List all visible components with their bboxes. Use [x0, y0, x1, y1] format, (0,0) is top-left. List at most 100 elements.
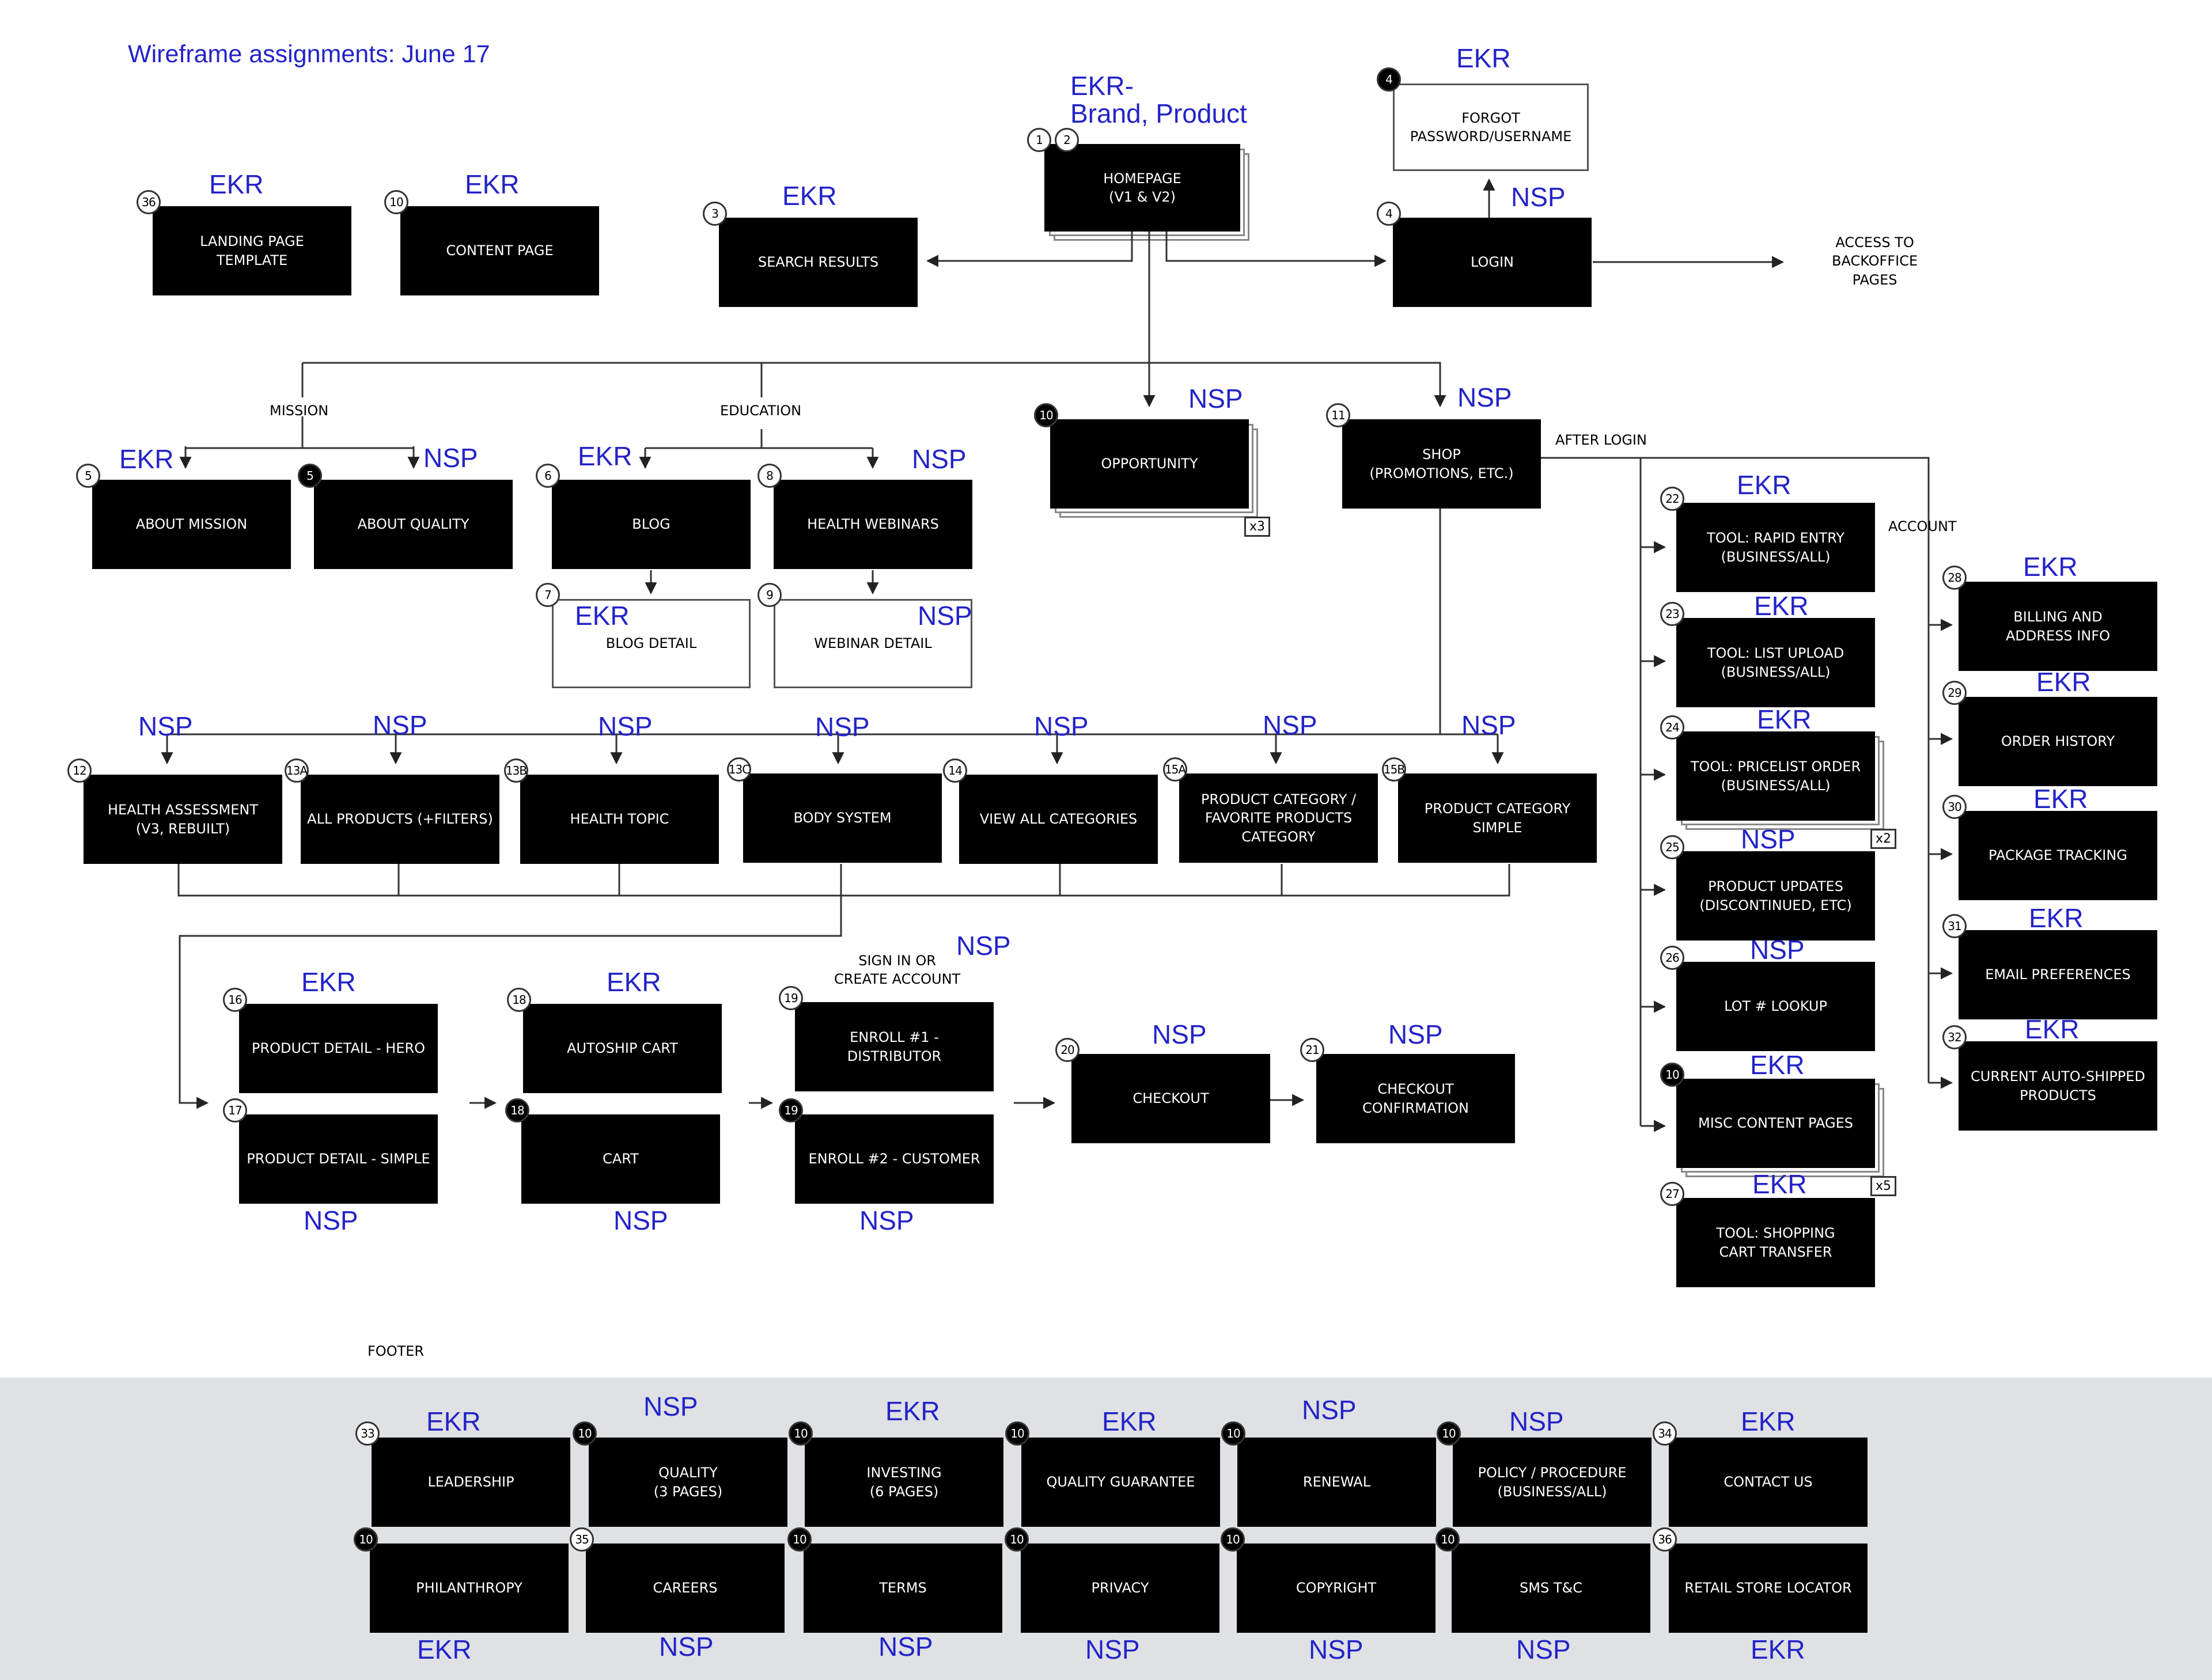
- page-node-billing[interactable]: BILLING AND ADDRESS INFO: [1959, 582, 2157, 671]
- page-node-prod-cat-fav[interactable]: PRODUCT CATEGORY / FAVORITE PRODUCTS CAT…: [1179, 773, 1378, 863]
- assignee-label: EKR: [575, 601, 630, 631]
- assignee-label: NSP: [912, 444, 967, 474]
- assignee-label: NSP: [918, 601, 972, 631]
- page-node-health-topic[interactable]: HEALTH TOPIC: [520, 775, 719, 864]
- page-number-badge: 10: [1034, 403, 1058, 427]
- page-number-badge: 11: [1326, 403, 1350, 427]
- page-node-view-all[interactable]: VIEW ALL CATEGORIES: [959, 775, 1158, 864]
- page-node-careers[interactable]: CAREERS: [586, 1544, 785, 1633]
- assignee-label: NSP: [1461, 710, 1516, 740]
- page-number-badge: 19: [779, 986, 803, 1010]
- page-number-badge: 10: [787, 1527, 812, 1552]
- page-node-health-assess[interactable]: HEALTH ASSESSMENT (V3, REBUILT): [84, 775, 282, 864]
- page-node-tool-cart-transfer[interactable]: TOOL: SHOPPING CART TRANSFER: [1676, 1198, 1875, 1287]
- page-node-misc-content[interactable]: MISC CONTENT PAGES: [1676, 1079, 1884, 1177]
- label-account: ACCOUNT: [1888, 518, 1957, 534]
- page-node-privacy[interactable]: PRIVACY: [1021, 1544, 1219, 1633]
- page-number-badge: 17: [223, 1098, 247, 1122]
- assignee-label: EKR: [2025, 1014, 2080, 1044]
- assignee-label: NSP: [423, 443, 478, 473]
- page-node-leadership[interactable]: LEADERSHIP: [372, 1438, 570, 1527]
- page-node-tool-pricelist[interactable]: TOOL: PRICELIST ORDER (BUSINESS/ALL): [1676, 731, 1884, 830]
- page-node-body-system[interactable]: BODY SYSTEM: [743, 773, 942, 863]
- page-node-package-tracking[interactable]: PACKAGE TRACKING: [1959, 811, 2157, 900]
- page-node-opportunity[interactable]: OPPORTUNITY: [1050, 419, 1258, 518]
- assignee-label: NSP: [304, 1205, 358, 1235]
- page-node-email-prefs[interactable]: EMAIL PREFERENCES: [1959, 930, 2157, 1019]
- page-node-investing[interactable]: INVESTING (6 PAGES): [805, 1438, 1003, 1527]
- page-number-badge: 1: [1027, 128, 1051, 152]
- page-count-tag: x2: [1870, 829, 1897, 849]
- page-number-badge: 8: [757, 464, 782, 488]
- assignee-label: EKR- Brand, Product: [1070, 71, 1247, 129]
- page-node-login[interactable]: LOGIN: [1393, 218, 1592, 307]
- page-node-all-products[interactable]: ALL PRODUCTS (+FILTERS): [301, 775, 499, 864]
- assignee-label: EKR: [782, 181, 837, 211]
- page-node-checkout[interactable]: CHECKOUT: [1071, 1054, 1270, 1143]
- page-node-tool-list[interactable]: TOOL: LIST UPLOAD (BUSINESS/ALL): [1676, 618, 1875, 707]
- page-node-prod-cat-simple[interactable]: PRODUCT CATEGORY SIMPLE: [1398, 773, 1597, 863]
- page-number-badge: 15A: [1163, 757, 1187, 782]
- connector-line: [177, 864, 1510, 897]
- assignee-label: EKR: [209, 169, 264, 199]
- page-node-terms[interactable]: TERMS: [804, 1544, 1002, 1633]
- page-number-badge: 10: [1435, 1527, 1460, 1552]
- page-number-badge: 18: [507, 988, 531, 1012]
- page-node-contact[interactable]: CONTACT US: [1669, 1438, 1868, 1527]
- assignee-label: NSP: [1516, 1635, 1571, 1664]
- page-number-badge: 5: [298, 464, 322, 488]
- page-node-auto-shipped[interactable]: CURRENT AUTO-SHIPPED PRODUCTS: [1959, 1041, 2157, 1131]
- page-node-policy[interactable]: POLICY / PROCEDURE (BUSINESS/ALL): [1453, 1438, 1652, 1527]
- page-node-cart[interactable]: CART: [521, 1114, 720, 1204]
- page-node-webinar-detail[interactable]: WEBINAR DETAIL: [774, 599, 972, 688]
- connector-line: [926, 232, 1133, 267]
- page-node-forgot[interactable]: FORGOT PASSWORD/USERNAME: [1393, 84, 1589, 171]
- page-number-badge: 29: [1942, 681, 1967, 705]
- page-number-badge: 10: [573, 1421, 597, 1446]
- page-node-quality-guarantee[interactable]: QUALITY GUARANTEE: [1021, 1438, 1220, 1527]
- page-number-badge: 2: [1055, 128, 1079, 152]
- page-node-prod-updates[interactable]: PRODUCT UPDATES (DISCONTINUED, ETC): [1676, 851, 1875, 941]
- page-node-sms[interactable]: SMS T&C: [1452, 1544, 1650, 1633]
- page-node-webinars[interactable]: HEALTH WEBINARS: [774, 480, 972, 569]
- page-node-renewal[interactable]: RENEWAL: [1237, 1438, 1436, 1527]
- page-node-philanthropy[interactable]: PHILANTHROPY: [370, 1544, 569, 1633]
- page-node-tool-rapid[interactable]: TOOL: RAPID ENTRY (BUSINESS/ALL): [1676, 503, 1875, 592]
- assignee-label: EKR: [885, 1396, 940, 1426]
- page-node-about-quality[interactable]: ABOUT QUALITY: [314, 480, 513, 569]
- page-node-shop[interactable]: SHOP (PROMOTIONS, ETC.): [1342, 419, 1541, 509]
- page-node-search[interactable]: SEARCH RESULTS: [719, 218, 918, 307]
- assignee-label: EKR: [1741, 1406, 1796, 1436]
- assignee-label: NSP: [1085, 1635, 1140, 1664]
- page-node-enroll1[interactable]: ENROLL #1 - DISTRIBUTOR: [795, 1002, 994, 1091]
- assignee-label: NSP: [1750, 935, 1805, 965]
- assignee-label: NSP: [956, 931, 1011, 961]
- page-node-homepage[interactable]: HOMEPAGE (V1 & V2): [1044, 144, 1249, 241]
- page-node-copyright[interactable]: COPYRIGHT: [1237, 1544, 1435, 1633]
- page-node-autoship[interactable]: AUTOSHIP CART: [523, 1004, 722, 1093]
- assignee-label: EKR: [2029, 903, 2084, 933]
- assignee-label: NSP: [1741, 824, 1796, 854]
- page-number-badge: 20: [1055, 1038, 1080, 1062]
- page-node-content[interactable]: CONTENT PAGE: [400, 206, 599, 295]
- assignee-label: NSP: [859, 1205, 914, 1235]
- assignee-label: NSP: [613, 1205, 668, 1235]
- page-node-landing[interactable]: LANDING PAGE TEMPLATE: [153, 206, 351, 295]
- page-node-pd-simple[interactable]: PRODUCT DETAIL - SIMPLE: [239, 1114, 438, 1204]
- page-node-enroll2[interactable]: ENROLL #2 - CUSTOMER: [795, 1114, 994, 1204]
- page-node-blog-detail[interactable]: BLOG DETAIL: [552, 599, 751, 688]
- page-node-about-mission[interactable]: ABOUT MISSION: [92, 480, 291, 569]
- page-node-lot-lookup[interactable]: LOT # LOOKUP: [1676, 962, 1875, 1051]
- page-number-badge: 36: [137, 190, 161, 214]
- page-number-badge: 4: [1377, 202, 1401, 226]
- page-number-badge: 22: [1660, 487, 1684, 511]
- assignee-label: EKR: [2033, 784, 2088, 814]
- page-node-pd-hero[interactable]: PRODUCT DETAIL - HERO: [239, 1004, 438, 1093]
- page-node-quality3[interactable]: QUALITY (3 PAGES): [589, 1438, 787, 1527]
- assignee-label: EKR: [426, 1406, 481, 1436]
- page-node-checkout-conf[interactable]: CHECKOUT CONFIRMATION: [1316, 1054, 1515, 1143]
- assignee-label: EKR: [417, 1635, 472, 1664]
- page-node-order-history[interactable]: ORDER HISTORY: [1959, 697, 2157, 786]
- page-node-blog[interactable]: BLOG: [552, 480, 751, 569]
- page-node-retail[interactable]: RETAIL STORE LOCATOR: [1669, 1544, 1868, 1633]
